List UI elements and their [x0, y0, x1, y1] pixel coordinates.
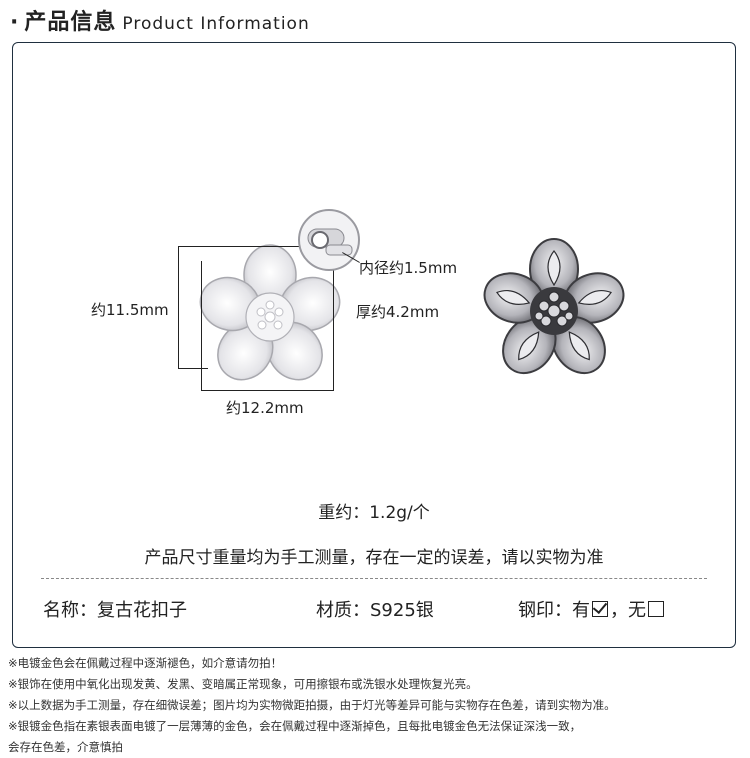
height-label: 约11.5mm — [91, 301, 169, 319]
footnote-2: ※银饰在使用中氧化出现发黄、发黑、变暗属正常现象，可用擦银布或洗银水处理恢复光亮… — [8, 677, 478, 691]
check-icon — [592, 598, 608, 615]
width-bracket-right — [333, 246, 334, 391]
header-bullet: · — [10, 10, 19, 35]
header-title-en: Product Information — [122, 14, 310, 34]
weight-text: 重约：1.2g/个 — [318, 503, 430, 523]
footnote-5: 会存在色差，介意慎拍 — [8, 740, 123, 754]
spec-stamp: 钢印：有 ，无 — [518, 596, 666, 622]
footnote-4: ※银镀金色指在素银表面电镀了一层薄薄的金色，会在佩戴过程中逐渐掉色，且每批电镀金… — [8, 719, 582, 733]
section-header: · 产品信息 Product Information — [10, 4, 310, 40]
stamp-separator: ，无 — [610, 600, 646, 621]
dashed-divider — [41, 578, 707, 579]
spec-material: 材质：S925银 — [316, 600, 434, 621]
flower-antique-image — [483, 238, 625, 375]
footnote-1: ※电镀金色会在佩戴过程中逐渐褪色，如介意请勿拍！ — [8, 656, 283, 670]
stamp-label: 钢印：有 — [518, 600, 590, 621]
stamp-yes-checkbox — [592, 598, 608, 617]
inner-diameter-label: 内径约1.5mm — [359, 259, 458, 277]
thickness-label: 厚约4.2mm — [356, 303, 440, 321]
footnote-3: ※以上数据为手工测量，存在细微误差；图片均为实物微距拍摄，由于灯光等差异可能与实… — [8, 698, 616, 712]
product-info-frame: 约11.5mm 约12.2mm 内径约1.5mm 厚约4.2mm — [12, 42, 736, 648]
flower-front-image — [199, 244, 341, 381]
footnotes: ※电镀金色会在佩戴过程中逐渐褪色，如介意请勿拍！ ※银饰在使用中氧化出现发黄、发… — [8, 653, 748, 758]
inner-diameter-zoom-image — [298, 209, 360, 271]
height-bracket-top — [178, 246, 333, 247]
width-bracket-left — [201, 261, 202, 391]
width-label: 约12.2mm — [226, 399, 304, 417]
spec-name: 名称：复古花扣子 — [43, 600, 187, 621]
measure-note: 产品尺寸重量均为手工测量，存在一定的误差，请以实物为准 — [144, 548, 604, 568]
header-title-cn: 产品信息 — [24, 10, 117, 35]
stamp-no-checkbox — [648, 601, 664, 617]
height-bracket-side — [178, 246, 179, 369]
width-bracket-bottom — [201, 390, 334, 391]
height-bracket-bottom — [178, 368, 208, 369]
